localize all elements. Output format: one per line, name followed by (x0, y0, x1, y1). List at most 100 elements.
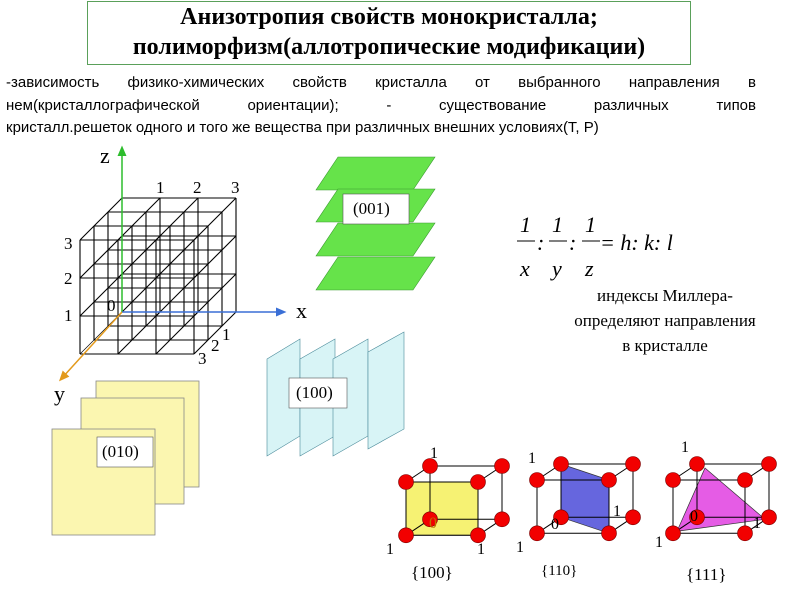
plane-100-label-box (288, 377, 348, 409)
cube-111-atom (665, 472, 681, 488)
cube111-top-1: 1 (681, 439, 689, 456)
formula-num-3: 1 (585, 212, 596, 237)
miller-formula: 1 x : 1 y : 1 z = h: k: l (517, 212, 673, 281)
cube-100-atom (494, 511, 510, 528)
grid-line (155, 311, 199, 355)
grid-line (193, 235, 237, 279)
cube100-top-1: 1 (430, 445, 438, 462)
grid-line (193, 273, 237, 317)
grid-line (117, 311, 161, 355)
formula-rhs: = h: k: l (600, 230, 673, 255)
title-line-1: Анизотропия свойств монокристалла; (180, 4, 598, 30)
grid-line (79, 235, 123, 279)
cube-110-atom (601, 525, 617, 542)
cube110-caption: {110} (541, 563, 578, 579)
plane-001-1 (315, 156, 436, 191)
bottom-tick-2: 2 (211, 336, 220, 355)
cube-111-atom (689, 509, 705, 526)
cube111-left-1: 1 (655, 534, 663, 551)
cube-110-atom (601, 472, 617, 488)
plane-001-label-box (342, 193, 410, 225)
plane-001-3 (315, 222, 436, 257)
grid-line (117, 273, 161, 317)
formula-den-z: z (584, 256, 594, 281)
description-line-1: -зависимость физико-химических свойств к… (6, 74, 756, 91)
plane-100-label: (100) (296, 383, 333, 402)
y-axis (58, 311, 123, 382)
cube100-origin: 0 (429, 515, 437, 532)
plane-100-4 (367, 331, 405, 450)
cube-110-atom (553, 456, 569, 472)
cube-100-atom (470, 527, 486, 544)
origin-label: 0 (107, 296, 116, 315)
top-tick-1: 1 (156, 178, 165, 197)
grid-line (155, 197, 199, 241)
cube-111-atom (761, 509, 777, 526)
plane-100-group (266, 331, 405, 457)
cube-100-atom (494, 458, 510, 474)
z-axis-label: z (100, 143, 110, 168)
description: -зависимость физико-химических свойств к… (6, 72, 756, 140)
cube110-top-1: 1 (528, 450, 536, 467)
left-tick-2: 2 (64, 269, 73, 288)
cube-110-plane (560, 463, 610, 534)
title-line-2: полиморфизм(аллотропические модификации) (132, 34, 646, 60)
cube-100-atom (470, 474, 486, 490)
top-tick-2: 2 (193, 178, 202, 197)
cube-111-atom (689, 456, 705, 472)
cube-100-atom (398, 527, 414, 544)
cube-111-atom (761, 456, 777, 472)
cube111-origin: 0 (690, 508, 698, 525)
cube-100-atom (422, 458, 438, 474)
cube-111-atom (737, 472, 753, 488)
formula-den-x: x (519, 256, 530, 281)
grid-line (193, 311, 237, 355)
cube110-left-1: 1 (516, 539, 524, 556)
lattice-grid (79, 197, 237, 355)
cube100-caption: {100} (411, 563, 453, 582)
cube-100-plane (405, 481, 479, 536)
x-axis-label: x (296, 298, 307, 323)
cube111-caption: {111} (686, 565, 727, 584)
plane-010-label-box (96, 436, 154, 468)
y-axis-label: y (54, 381, 65, 406)
formula-sep-2: : (569, 230, 576, 255)
cube-110-atom (529, 472, 545, 488)
cube111-right-1: 1 (753, 515, 761, 532)
grid-line (79, 273, 123, 317)
bottom-tick-3: 3 (198, 349, 207, 368)
miller-line-2: определяют направления (574, 311, 756, 330)
cube100-left-1: 1 (386, 541, 394, 558)
top-tick-3: 3 (231, 178, 240, 197)
cube-110-atom (625, 509, 641, 526)
miller-cubes (398, 456, 777, 544)
plane-010-label: (010) (102, 442, 139, 461)
cube-110-atom (625, 456, 641, 472)
formula-sep-1: : (537, 230, 544, 255)
grid-line (193, 197, 237, 241)
left-tick-1: 1 (64, 306, 73, 325)
cube100-right-1: 1 (477, 541, 485, 558)
cube110-origin: 0 (551, 516, 559, 533)
miller-line-1: индексы Миллера- (597, 286, 733, 305)
cube-110-atom (529, 525, 545, 542)
description-line-3: кристалл.решеток одного и того же вещест… (6, 119, 599, 136)
plane-001-label: (001) (353, 199, 390, 218)
cube-100-atom (422, 511, 438, 528)
grid-line (155, 235, 199, 279)
formula-num-2: 1 (552, 212, 563, 237)
miller-line-3: в кристалле (622, 336, 708, 355)
grid-line (117, 197, 161, 241)
formula-num-1: 1 (520, 212, 531, 237)
miller-description: индексы Миллера- определяют направления … (540, 283, 790, 358)
plane-001-4 (315, 256, 436, 291)
description-line-2: нем(кристаллографической ориентации); - … (6, 96, 756, 114)
formula-den-y: y (550, 256, 562, 281)
cube-110-atom (553, 509, 569, 526)
cube110-right-1: 1 (613, 503, 621, 520)
grid-line (117, 235, 161, 279)
bottom-tick-1: 1 (222, 325, 231, 344)
cube-111-atom (665, 525, 681, 542)
title-box: Анизотропия свойств монокристалла; полим… (87, 1, 691, 65)
